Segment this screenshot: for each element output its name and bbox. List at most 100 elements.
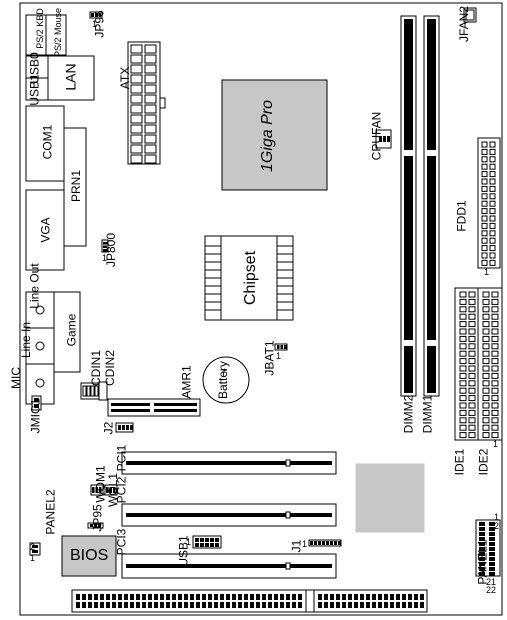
panel1-pin — [479, 572, 485, 576]
wol1-pin — [109, 487, 112, 493]
slot-tooth — [268, 602, 272, 608]
cdin2-label: CDIN2 — [103, 349, 118, 387]
j1-pin — [318, 541, 321, 545]
slot-tooth — [172, 594, 176, 600]
atx-pin — [130, 134, 143, 144]
cpufan-pin — [379, 136, 382, 142]
fdd1-pin — [481, 215, 488, 222]
fdd1-pin — [481, 185, 488, 192]
cpufan-label: CPUFAN — [369, 111, 384, 161]
fdd1-pin — [481, 141, 488, 148]
pci-contact-row — [126, 564, 332, 568]
slot-tooth — [354, 594, 358, 600]
slot-tooth — [256, 594, 260, 600]
wom1-pin — [92, 487, 95, 493]
ide2-label: IDE2 — [476, 448, 491, 476]
fdd1-pin — [489, 208, 496, 215]
fdd1-pin — [481, 252, 488, 259]
atx-pin — [130, 74, 143, 84]
usb1-header-pin — [200, 543, 204, 547]
cpufan-pin — [383, 136, 386, 142]
ide-pin — [459, 335, 467, 342]
ide-pin — [468, 350, 476, 357]
wol1-label: WOL1 — [106, 472, 121, 508]
jbat1-pin — [280, 345, 283, 349]
fdd1-pin1-mark: 1 — [484, 267, 490, 277]
slot-tooth — [390, 602, 394, 608]
j1-pin — [326, 541, 329, 545]
cdin-pin — [86, 385, 91, 397]
slot-tooth — [420, 594, 424, 600]
fdd1-pin — [481, 171, 488, 178]
slot-tooth — [148, 602, 152, 608]
panel1-pin — [479, 557, 485, 561]
slot-tooth — [142, 602, 146, 608]
pci-contact-row — [126, 513, 332, 517]
panel1-pin — [489, 542, 495, 546]
panel2-pin — [32, 545, 38, 548]
fdd1-pin — [489, 230, 496, 237]
slot-tooth — [82, 594, 86, 600]
slot-tooth — [184, 594, 188, 600]
fdd1-pin — [481, 237, 488, 244]
atx-pin — [130, 144, 143, 154]
atx-pin — [144, 64, 157, 74]
atx-label: ATX — [118, 66, 133, 90]
usb1-pin1-mark: 1 — [186, 537, 192, 547]
ide-pin — [482, 387, 490, 394]
ide-pin — [459, 350, 467, 357]
slot-tooth — [112, 594, 116, 600]
battery-plus-label: + — [222, 366, 228, 376]
ide-pin1-mark: 1 — [493, 439, 499, 449]
slot-tooth — [220, 594, 224, 600]
atx-pin — [144, 44, 157, 54]
ide-pin — [468, 417, 476, 424]
slot-tooth — [342, 594, 346, 600]
j2-label: J2 — [101, 421, 116, 435]
slot-tooth — [100, 594, 104, 600]
ide-pin — [491, 291, 499, 298]
battery-label: Battery — [216, 360, 231, 400]
jmic1-pin — [34, 404, 39, 408]
slot-tooth — [160, 602, 164, 608]
slot-tooth — [354, 602, 358, 608]
ide-pin — [491, 395, 499, 402]
slot-tooth — [88, 594, 92, 600]
panel1-pin2-mark: 2 — [494, 521, 500, 531]
slot-tooth — [190, 594, 194, 600]
panel1-pin — [489, 572, 495, 576]
panel1-pin1-mark: 1 — [494, 512, 500, 522]
ide-pin — [468, 432, 476, 439]
vga-label: VGA — [38, 217, 53, 243]
ide-pin — [482, 417, 490, 424]
slot-tooth — [106, 602, 110, 608]
j2-pin — [122, 425, 125, 430]
slot-tooth — [274, 594, 278, 600]
panel1-pin — [489, 552, 495, 556]
panel2-pin — [32, 550, 38, 553]
dimm2-label: DIMM2 — [401, 394, 416, 434]
slot-tooth — [286, 602, 290, 608]
jbat1-pin — [284, 345, 287, 349]
ide-pin — [468, 380, 476, 387]
j1-pin — [330, 541, 333, 545]
slot-tooth — [292, 602, 296, 608]
fdd1-pin — [489, 148, 496, 155]
ide-pin — [482, 328, 490, 335]
usb1-header-pin — [210, 538, 214, 542]
atx-pin — [130, 94, 143, 104]
ide-pin — [491, 321, 499, 328]
ide-pin — [459, 343, 467, 350]
slot-tooth — [330, 602, 334, 608]
slot-tooth — [220, 602, 224, 608]
slot-tooth — [172, 602, 176, 608]
atx-pin — [144, 84, 157, 94]
ide-pin — [482, 402, 490, 409]
cdin1-label: CDIN1 — [89, 349, 104, 387]
pci-key — [285, 511, 291, 519]
slot-tooth — [238, 602, 242, 608]
slot-tooth — [118, 602, 122, 608]
wol1-pin — [113, 487, 116, 493]
j2-pin — [130, 425, 133, 430]
j1-pin — [338, 541, 341, 545]
